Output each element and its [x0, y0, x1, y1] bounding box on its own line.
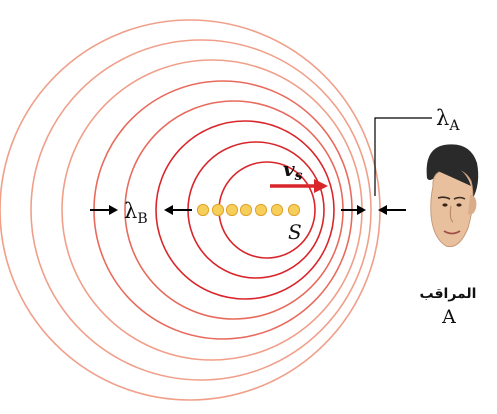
lambda-b-right-arrowhead — [164, 205, 173, 215]
source-position-5 — [254, 203, 268, 217]
source-positions — [196, 203, 301, 217]
source-position-3 — [225, 203, 239, 217]
lambda-a-right-arrowhead — [378, 205, 387, 215]
wavefront-2 — [30, 39, 372, 381]
lambda-b-label: λB — [124, 199, 148, 227]
observer-face-icon — [426, 144, 479, 248]
lambda-a-leader-line — [374, 117, 432, 196]
velocity-arrow-head — [314, 179, 328, 193]
observer-title: المراقب — [420, 286, 477, 302]
velocity-arrow — [270, 179, 328, 193]
source-position-7 — [287, 203, 301, 217]
source-position-2 — [211, 203, 225, 217]
lambda-b-markers — [90, 205, 192, 215]
observer-id: A — [441, 306, 456, 328]
wavefront-6 — [155, 120, 335, 300]
lambda-a-markers — [341, 117, 432, 215]
source-label: S — [288, 220, 302, 244]
velocity-label: vs — [283, 157, 303, 184]
source-position-1 — [196, 203, 210, 217]
source-position-4 — [239, 203, 253, 217]
lambda-a-label: λA — [436, 106, 460, 134]
lambda-a-left-arrowhead — [357, 205, 366, 215]
lambda-b-left-arrowhead — [109, 205, 118, 215]
source-position-6 — [270, 203, 284, 217]
